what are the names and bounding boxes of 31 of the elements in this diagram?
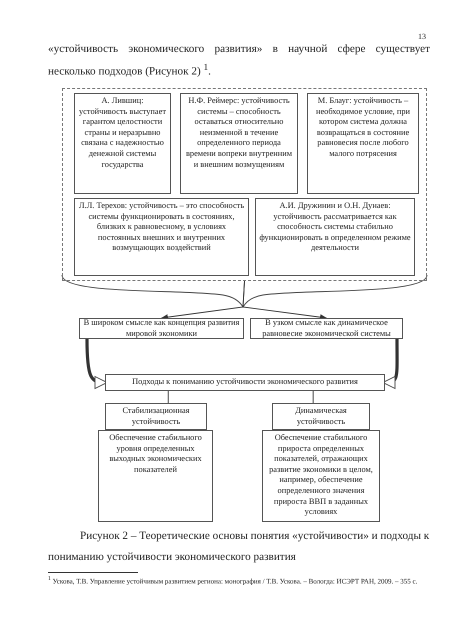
text-box xyxy=(272,403,370,430)
connector-line xyxy=(312,390,314,404)
text-box xyxy=(74,93,171,194)
node-text: Обеспечение стабильного прироста определенных показателей, отражающих развитие экономики в целом, например, обеспечение определенного значения прироста ВВП в заданных условиях xyxy=(268,432,374,518)
node-text: Обеспечение стабильного уровня определенных выходных экономических показателей xyxy=(108,432,203,476)
group-frame xyxy=(62,88,427,281)
text-box xyxy=(105,403,207,430)
figure-caption: Рисунок 2 – Теоретические основы понятия «устойчивости» и подходы к пониманию устойчивости экономического развития xyxy=(48,529,430,565)
text-box xyxy=(180,93,298,194)
node-text: Н.Ф. Реймерс: устойчивость системы – способность оставаться относительно неизменной в течение определенного периода времени вопреки внутренним и внешним возмущениям xyxy=(184,95,294,170)
text-box xyxy=(74,198,249,276)
node-text: В широком смысле как концепция развития мировой экономики xyxy=(82,318,240,340)
curved-block-arrow xyxy=(85,338,108,389)
text-box xyxy=(105,374,385,391)
text-box xyxy=(250,318,403,339)
node-text: Л.Л. Терехов: устойчивость – это способность системы функционировать в состояниях, близких к равновесному, в условиях постоянных внешних и внутренних возмущающих воздействий xyxy=(78,200,246,254)
arrow xyxy=(242,280,327,320)
text-box xyxy=(98,430,213,522)
text-box xyxy=(262,430,380,522)
connector-line xyxy=(168,390,169,404)
text-box xyxy=(307,93,419,194)
text-box xyxy=(255,198,415,276)
node-text: Динамическая устойчивость xyxy=(294,405,348,428)
node-text: Стабилизационная устойчивость xyxy=(121,405,191,428)
node-text: М. Блауг: устойчивость – необходимое условие, при котором система должна возвращаться в состояние равновесия после любого малого потрясения xyxy=(314,95,412,160)
body-paragraph: «устойчивость экономического развития» в научной сфере существует несколько подходов (Рисунок 2) $^{1}$. xyxy=(48,42,430,80)
node-text: А.И. Дружинин и О.Н. Дунаев: устойчивость рассматривается как способность системы стабильно функционировать в определенном режиме деятельности xyxy=(258,200,412,254)
node-text: В узком смысле как динамическое равновесие экономической системы xyxy=(261,318,392,340)
node-text: А. Лившиц: устойчивость выступает гарантом целостности страны и неразрывно связана с надежностью денежной системы государства xyxy=(78,95,167,170)
page-number: 13 xyxy=(418,31,426,43)
node-text: Подходы к пониманию устойчивости экономического развития xyxy=(131,377,359,388)
